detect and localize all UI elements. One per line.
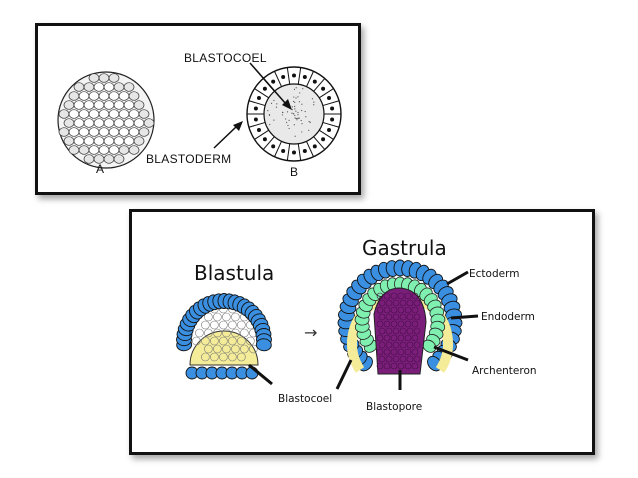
- blastoderm-pointer-arrow: [214, 121, 243, 148]
- development-arrow: →: [304, 323, 317, 342]
- morula-cell-cluster: [58, 72, 154, 168]
- figure-a-label: A: [96, 162, 104, 176]
- archenteron-label: Archenteron: [472, 365, 537, 377]
- top-diagram-svg: BLASTOCOEL BLASTODERM A B: [38, 26, 358, 192]
- bottom-diagram-svg: Blastula Gastrula → Blastocoel Blastopor…: [132, 212, 592, 452]
- ectoderm-label: Ectoderm: [469, 268, 519, 280]
- blastopore-label: Blastopore: [366, 401, 422, 413]
- blastula-cross-section: [247, 67, 341, 161]
- blastula-illustration: [176, 293, 272, 379]
- endoderm-label: Endoderm: [481, 311, 535, 323]
- blastocoel-label-top: BLASTOCOEL: [184, 51, 267, 65]
- figure-b-label: B: [290, 165, 298, 179]
- blastoderm-label: BLASTODERM: [146, 152, 231, 166]
- blastula-title: Blastula: [194, 261, 274, 285]
- gastrula-title: Gastrula: [362, 236, 447, 260]
- gastrula-illustration: [338, 260, 463, 374]
- bottom-diagram-panel: Blastula Gastrula → Blastocoel Blastopor…: [129, 209, 595, 455]
- top-diagram-panel: BLASTOCOEL BLASTODERM A B: [35, 23, 361, 195]
- blastocoel-label-bottom: Blastocoel: [278, 393, 332, 405]
